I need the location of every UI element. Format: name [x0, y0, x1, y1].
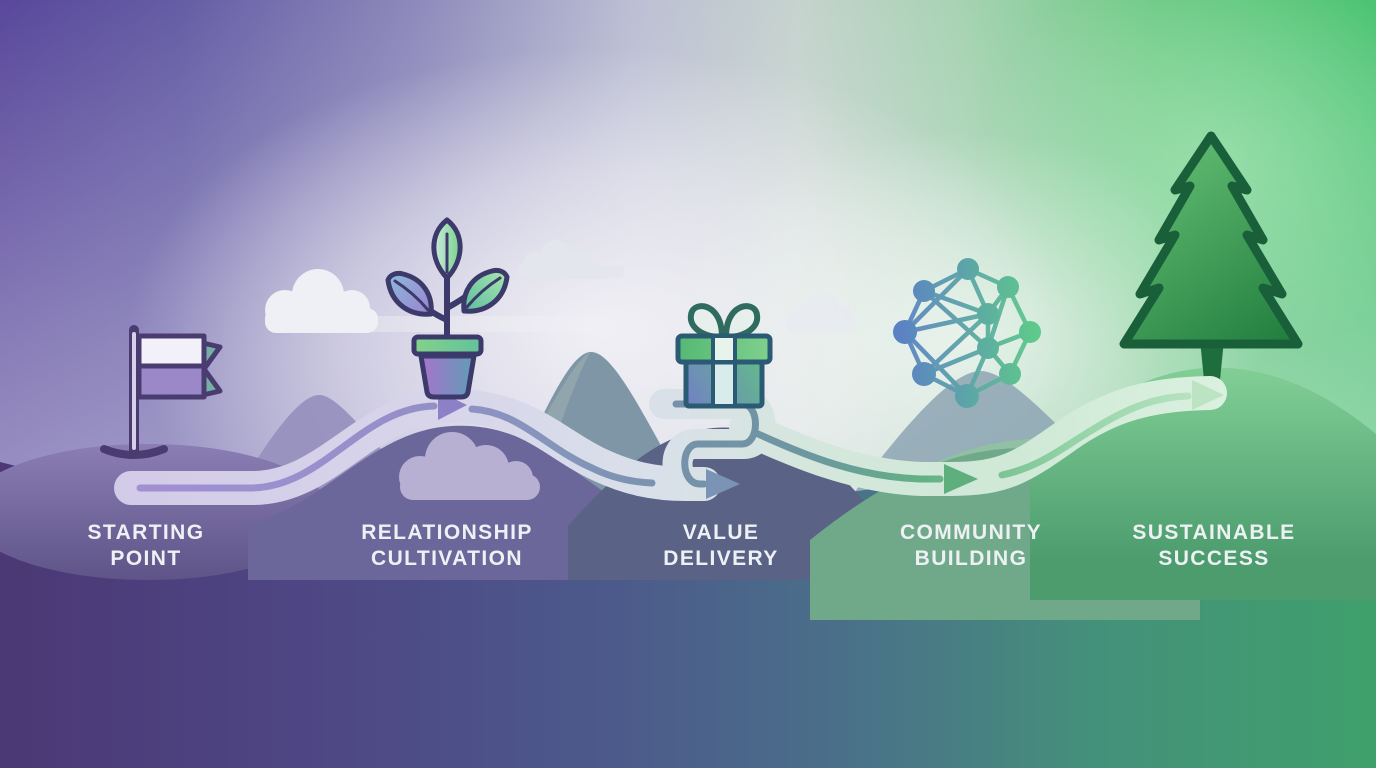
tree-trunk	[1200, 340, 1224, 380]
pine-tree-icon	[1119, 131, 1303, 380]
gift-ribbon-lid	[711, 334, 737, 364]
arrow-2	[706, 469, 740, 499]
path-line-switchback	[672, 400, 759, 488]
plant-pot-body	[418, 353, 477, 400]
flag-top-band	[136, 333, 207, 369]
network-icon	[893, 258, 1041, 408]
cloud-lower	[399, 432, 540, 500]
network-nodes	[893, 258, 1041, 408]
plant-hill	[248, 425, 626, 580]
path-line-4	[998, 392, 1192, 479]
tree-branches	[1119, 131, 1303, 349]
arrow-4	[1192, 380, 1224, 410]
cloud-left	[265, 269, 615, 333]
gift-bow-left	[687, 303, 725, 340]
plant-leaf-left-vein	[393, 279, 430, 312]
gift-ribbon-body	[711, 360, 737, 408]
flag-icon	[100, 325, 223, 459]
arrow-3	[944, 464, 978, 494]
path-line-1	[136, 402, 438, 492]
plant-leaf-right-vein	[465, 276, 502, 309]
gift-bow-right	[723, 303, 761, 340]
cloud-middle	[518, 240, 625, 279]
path-line-3	[752, 429, 944, 483]
gift-icon	[675, 303, 773, 409]
cloud-right-of-gift	[786, 292, 856, 333]
plant-pot-rim	[411, 334, 484, 357]
flag-bottom-band	[136, 363, 207, 400]
potted-plant-icon	[385, 217, 510, 400]
path-line-2	[468, 405, 656, 487]
